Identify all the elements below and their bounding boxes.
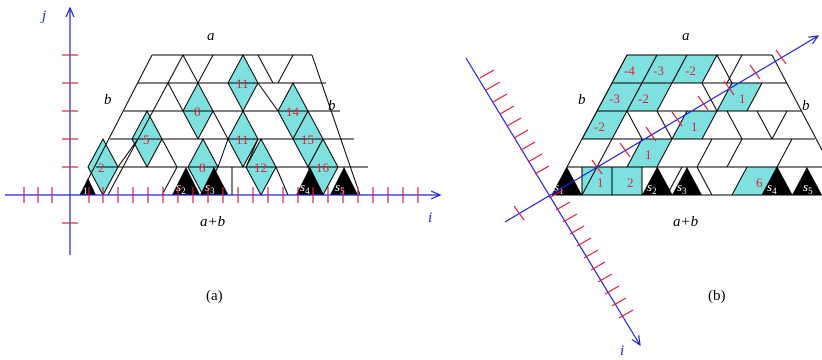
bottom-label: a+b — [200, 214, 226, 230]
top-label: a — [682, 28, 690, 44]
right-label: b — [328, 98, 336, 114]
caption-b: (b) — [708, 288, 726, 304]
panel-b-triangles — [552, 167, 822, 195]
number-label: 15 — [301, 132, 314, 147]
bottom-label: a+b — [673, 214, 699, 230]
right-label: b — [802, 98, 810, 114]
triangle-s3 — [672, 167, 702, 195]
caption-a: (a) — [206, 288, 223, 304]
triangle-s4 — [762, 167, 792, 195]
top-label: a — [207, 28, 215, 44]
s-label-3: s3 — [677, 179, 687, 196]
left-label: b — [104, 92, 112, 108]
number-label: 11 — [236, 76, 249, 91]
number-label: -2 — [638, 91, 649, 106]
number-label: 2 — [627, 175, 634, 190]
triangle-s5 — [792, 167, 822, 195]
s-label-4: s4 — [300, 179, 310, 196]
number-label: 12 — [254, 160, 267, 175]
triangle-s5 — [330, 167, 358, 195]
axis-i-diagonal — [465, 57, 640, 345]
s-label-4: s4 — [767, 179, 777, 196]
panel-a: s1 s2 s3 s4 s5 2 5 8 8 11 11 12 14 15 16 — [5, 8, 440, 304]
number-label: 1 — [691, 119, 698, 134]
panel-b: s1 s2 s3 s4 s5 -4 -3 -2 -3 -2 -2 1 1 1 1… — [465, 28, 822, 359]
axis-j-diagonal — [504, 36, 818, 223]
number-label: -3 — [653, 63, 664, 78]
number-label: 8 — [199, 160, 206, 175]
number-label: 5 — [143, 132, 150, 147]
number-label: 6 — [756, 175, 763, 190]
triangle-s1 — [552, 167, 582, 195]
number-label: 14 — [286, 104, 300, 119]
panel-a-lattice — [79, 54, 368, 196]
number-label: 1 — [645, 147, 652, 162]
axis-ticks — [479, 49, 787, 319]
s-label-2: s2 — [176, 179, 186, 196]
s-label-3: s3 — [205, 179, 215, 196]
number-label: 11 — [236, 132, 249, 147]
number-label: -2 — [594, 119, 605, 134]
triangle-s3 — [200, 167, 228, 195]
axis-i-label: i — [620, 343, 624, 359]
number-label: 8 — [194, 104, 201, 119]
axis-j-label: j — [40, 8, 46, 24]
s-label-5: s5 — [803, 179, 813, 196]
number-label: 1 — [597, 175, 604, 190]
triangle-s4 — [296, 167, 324, 195]
triangle-s2 — [642, 167, 672, 195]
left-label: b — [578, 92, 586, 108]
number-label: 1 — [739, 91, 746, 106]
number-label: -3 — [609, 91, 620, 106]
number-label: -2 — [685, 63, 696, 78]
axis-i-label: i — [428, 210, 432, 226]
triangle-s1 — [80, 178, 96, 195]
number-label: -4 — [624, 63, 635, 78]
number-label: 16 — [316, 160, 330, 175]
panel-b-tiles — [581, 54, 778, 196]
number-label: 2 — [98, 160, 105, 175]
s-label-2: s2 — [647, 179, 657, 196]
s-label-1: s1 — [78, 179, 88, 196]
axis-ticks — [23, 54, 419, 224]
